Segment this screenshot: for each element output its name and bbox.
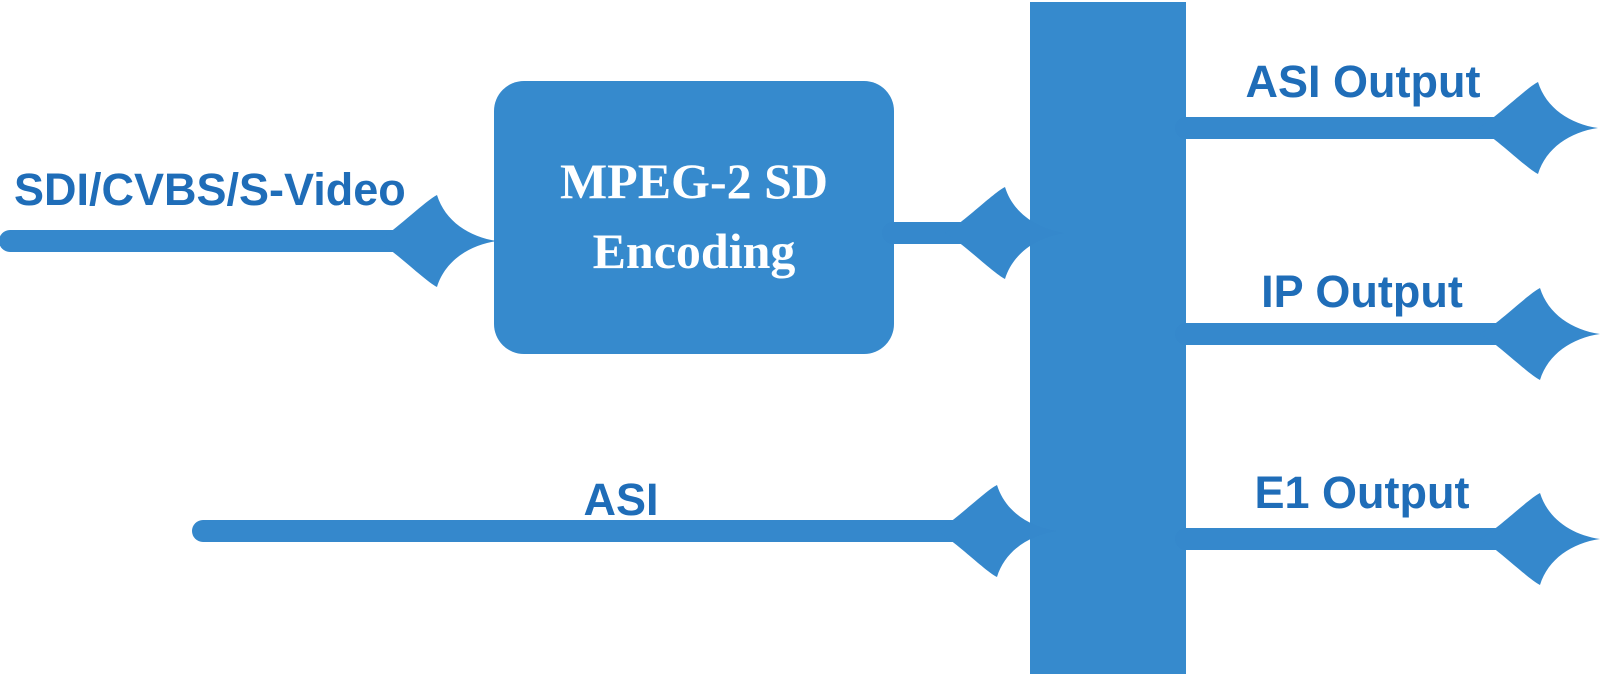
- input-arrow-sdi: [0, 195, 497, 287]
- output-label-asi: ASI Output: [1246, 56, 1481, 107]
- output-arrow-ip: [1175, 288, 1600, 380]
- input-label-sdi: SDI/CVBS/S-Video: [14, 164, 406, 215]
- output-arrow-e1: [1175, 493, 1600, 585]
- output-label-e1: E1 Output: [1255, 467, 1470, 518]
- encoder-output-arrow: [882, 187, 1065, 279]
- encoder-subtitle: Encoding: [593, 223, 796, 279]
- input-label-asi: ASI: [583, 474, 658, 525]
- mux-bar: [1030, 2, 1186, 674]
- input-arrow-asi: [192, 485, 1057, 577]
- output-arrow-asi: [1175, 82, 1598, 174]
- encoder-box: [494, 81, 894, 354]
- output-label-ip: IP Output: [1261, 266, 1463, 317]
- encoder-title: MPEG-2 SD: [560, 153, 828, 209]
